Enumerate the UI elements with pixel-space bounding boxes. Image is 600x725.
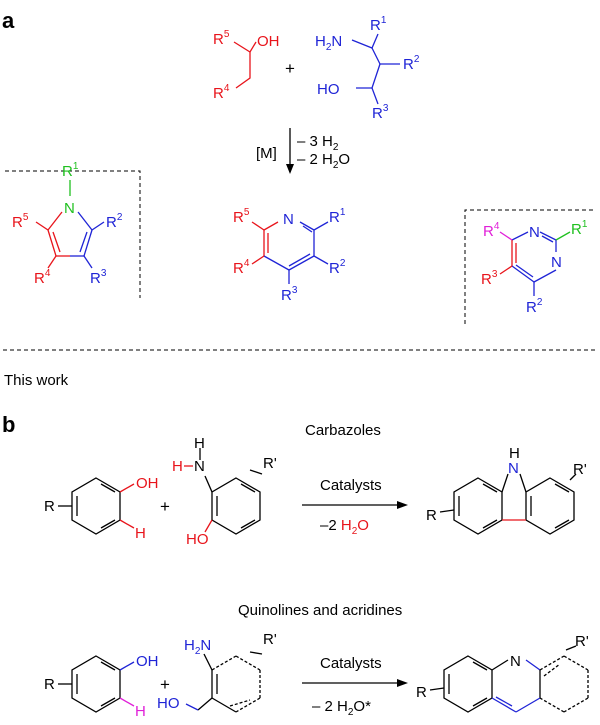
- pyrrole-n: N: [64, 200, 75, 217]
- dashed-box-left: [5, 170, 141, 298]
- pyrrole-r3: R3: [90, 268, 107, 287]
- pyrrole: N R1 R2 R3 R4 R5: [12, 161, 123, 287]
- pyridine-r4: R4: [233, 258, 250, 277]
- aminophenol-n: N: [194, 458, 205, 475]
- acridine-product: N R R': [416, 633, 589, 713]
- pyrimidine-n1: N: [529, 224, 540, 241]
- pyrrole-r5: R5: [12, 212, 29, 231]
- reaction-arrow-a: [M] – 3 H2 – 2 H2O: [256, 128, 350, 174]
- aminobenzyl-h2n: H2N: [184, 637, 211, 657]
- acridine-r-prime: R': [575, 633, 589, 650]
- aminophenol-ho: HO: [186, 531, 209, 548]
- reaction-arrow-b1: Catalysts –2 H2O: [302, 477, 408, 537]
- pyridine-r1: R1: [329, 207, 346, 226]
- pyridine-r5: R5: [233, 207, 250, 226]
- plus-sign-b2: +: [160, 675, 170, 694]
- water-loss-2: – 2 H2O*: [312, 698, 371, 718]
- pyrimidine-r2: R2: [526, 297, 543, 316]
- pyridine: N R1 R2 R3 R4 R5: [233, 207, 346, 304]
- alcohol-r5: R5: [213, 29, 230, 48]
- pyridine-n: N: [283, 211, 294, 228]
- quinolines-title: Quinolines and acridines: [238, 602, 402, 619]
- phenol-2-r: R: [44, 676, 55, 693]
- phenol-2-oh: OH: [136, 653, 159, 670]
- amino-r1: R1: [370, 15, 387, 34]
- aminophenol-h-left: H: [172, 458, 183, 475]
- phenol-1-h: H: [135, 525, 146, 542]
- amino-ho: HO: [317, 81, 340, 98]
- phenol-1-r: R: [44, 498, 55, 515]
- carbazole-r: R: [426, 507, 437, 524]
- amino-alcohol: H2N R1 R2 HO R3: [315, 15, 420, 122]
- pyrimidine-r3: R3: [481, 269, 498, 288]
- aminophenol-h-top: H: [194, 435, 205, 452]
- carbazole-h: H: [509, 445, 520, 462]
- pyrrole-r1: R1: [62, 161, 79, 180]
- secondary-alcohol: R5 OH R4: [213, 29, 280, 102]
- phenol-2: OH H R: [44, 653, 159, 720]
- catalysts-label-1: Catalysts: [320, 477, 382, 494]
- pyridine-r3: R3: [281, 285, 298, 304]
- carbazole-n: N: [508, 460, 519, 477]
- aminophenol: H H N R' HO: [172, 435, 277, 548]
- phenol-1-oh: OH: [136, 475, 159, 492]
- aminobenzyl-r-prime: R': [263, 631, 277, 648]
- aminobenzyl-ho: HO: [157, 695, 180, 712]
- dashed-box-right: [464, 209, 596, 324]
- phenol-1: OH H R: [44, 475, 159, 542]
- pyridine-r2: R2: [329, 258, 346, 277]
- reaction-arrow-b2: Catalysts – 2 H2O*: [302, 655, 408, 718]
- conditions-h2o-loss: – 2 H2O: [297, 151, 350, 171]
- amino-r3: R3: [372, 103, 389, 122]
- pyrimidine-n2: N: [551, 254, 562, 271]
- pyrrole-r2: R2: [106, 212, 123, 231]
- phenol-2-h: H: [135, 703, 146, 720]
- alcohol-r4: R4: [213, 83, 230, 102]
- pyrrole-r4: R4: [34, 268, 51, 287]
- pyrimidine-r4: R4: [483, 221, 500, 240]
- panel-b-label: b: [2, 412, 15, 437]
- alcohol-oh: OH: [257, 33, 280, 50]
- water-loss-1: –2 H2O: [320, 517, 369, 537]
- aminophenol-r-prime: R': [263, 455, 277, 472]
- acridine-r: R: [416, 684, 427, 701]
- carbazole-product: N H R R': [426, 445, 587, 535]
- amine-h2n: H2N: [315, 33, 342, 53]
- catalysts-label-2: Catalysts: [320, 655, 382, 672]
- amino-r2: R2: [403, 54, 420, 73]
- panel-a-label: a: [2, 8, 15, 33]
- carbazole-r-prime: R': [573, 461, 587, 478]
- catalyst-m: [M]: [256, 145, 277, 162]
- plus-sign-b1: +: [160, 497, 170, 516]
- pyrimidine: N N R1 R2 R3 R4: [481, 219, 588, 316]
- pyrimidine-r1: R1: [571, 219, 588, 238]
- this-work-label: This work: [4, 372, 69, 389]
- plus-sign-a: +: [285, 59, 295, 78]
- aminobenzyl-alcohol: H2N R' HO: [157, 631, 277, 713]
- acridine-n: N: [510, 653, 521, 670]
- conditions-h2-loss: – 3 H2: [297, 133, 339, 153]
- carbazoles-title: Carbazoles: [305, 422, 381, 439]
